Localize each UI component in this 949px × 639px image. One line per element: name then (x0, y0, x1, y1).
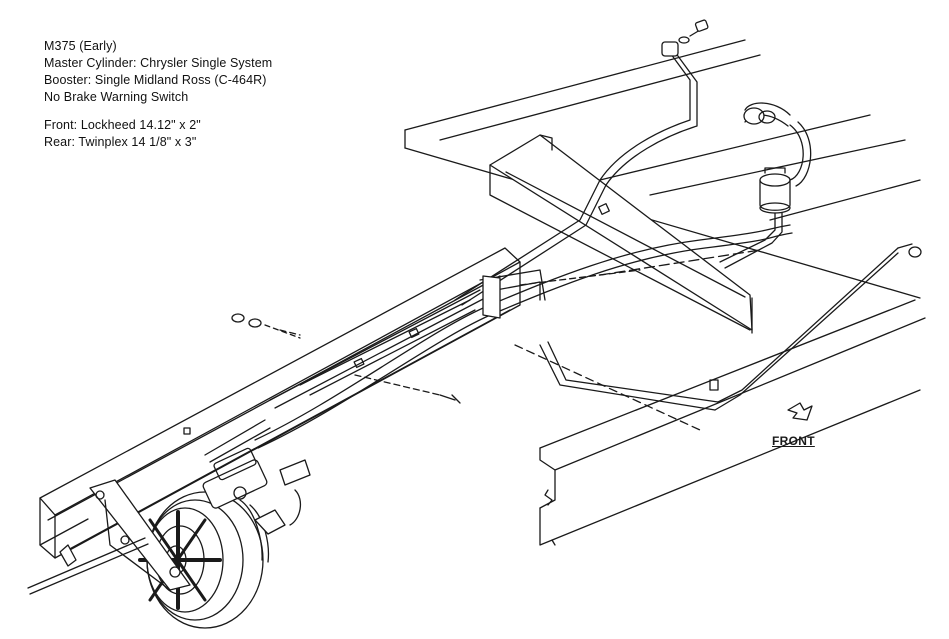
push-rod (27, 537, 149, 595)
front-direction-label: FRONT (772, 434, 815, 448)
rear-brakes-label: Rear: Twinplex 14 1/8" x 3" (44, 135, 197, 149)
master-cylinder (202, 447, 311, 535)
vacuum-canister (719, 167, 791, 269)
cross-member (489, 134, 753, 334)
master-cylinder-label: Master Cylinder: Chrysler Single System (44, 56, 273, 70)
loose-hardware (231, 313, 461, 404)
model-label: M375 (Early) (44, 39, 117, 53)
mask-patch-left (47, 207, 102, 235)
mask-patch-bottom-right (857, 562, 949, 639)
lower-channel (539, 299, 926, 546)
front-arrow (787, 402, 813, 421)
front-brakes-label: Front: Lockheed 14.12" x 2" (44, 118, 201, 132)
left-frame-rail (39, 247, 521, 559)
mask-patch-top (300, 80, 470, 110)
vacuum-hose (743, 102, 812, 187)
line-clips (183, 203, 719, 435)
booster-label: Booster: Single Midland Ross (C-464R) (44, 73, 267, 87)
right-end-fitting (897, 243, 922, 258)
spec-block: M375 (Early) Master Cylinder: Chrysler S… (40, 38, 310, 156)
warning-switch-label: No Brake Warning Switch (44, 90, 189, 104)
top-fitting (661, 19, 709, 57)
mounting-bracket (89, 479, 191, 591)
